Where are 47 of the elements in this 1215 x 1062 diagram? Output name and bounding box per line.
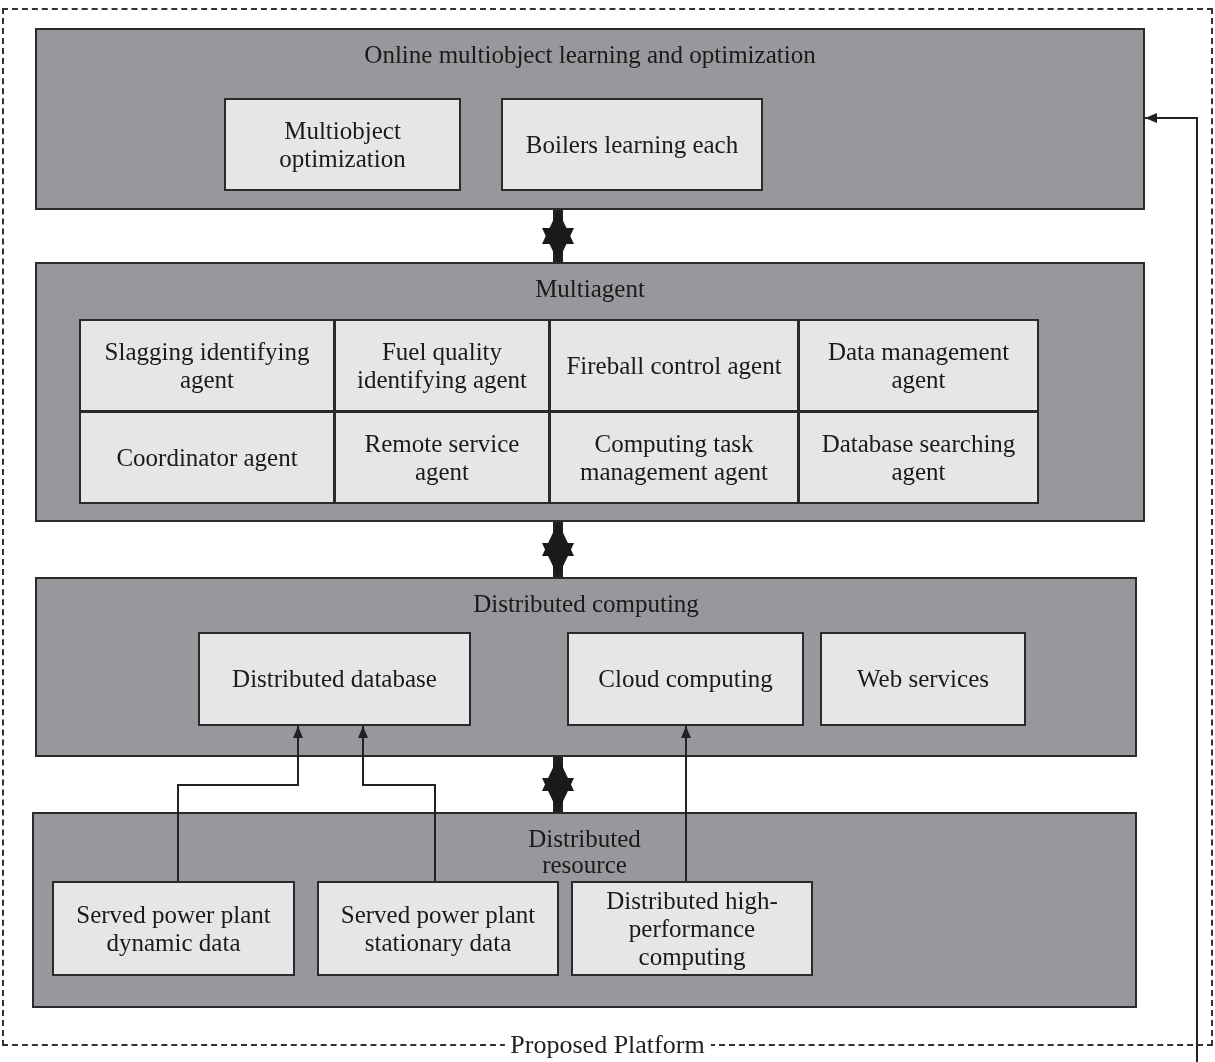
module-label: Distributed high-performance computing (605, 886, 779, 971)
layer-panel (35, 262, 1145, 522)
module-box (317, 881, 559, 976)
layer-title: Distributed resource (527, 826, 642, 878)
arrow (358, 725, 436, 882)
layer-title: Online multiobject learning and optimization (363, 42, 817, 68)
module-label: Coordinator agent (116, 443, 298, 472)
module-box (198, 632, 471, 726)
layer-title: Distributed computing (472, 591, 700, 617)
module-box (571, 881, 813, 976)
module-box (52, 881, 295, 976)
agent-cell (79, 411, 335, 504)
module-label: Data management agent (826, 337, 1011, 394)
layer-panel (32, 812, 1137, 1008)
double-arrow (542, 210, 574, 262)
layer-title: Multiagent (534, 276, 646, 302)
module-label: Served power plant stationary data (339, 900, 537, 957)
agent-cell (549, 319, 799, 412)
arrow (681, 725, 691, 882)
module-box (820, 632, 1026, 726)
module-box (224, 98, 461, 191)
agent-cell (334, 411, 550, 504)
agent-cell (798, 411, 1039, 504)
module-label: Computing task management agent (578, 429, 770, 486)
module-label: Database searching agent (820, 429, 1017, 486)
module-label: Web services (857, 665, 989, 693)
agent-cell (79, 319, 335, 412)
arrow (1144, 113, 1198, 1062)
agent-cell (798, 319, 1039, 412)
module-label: Slagging identifying agent (103, 337, 311, 394)
module-label: Served power plant dynamic data (75, 900, 272, 957)
module-label: Fireball control agent (566, 351, 782, 380)
module-label: Boilers learning each (525, 130, 739, 159)
layer-panel (35, 28, 1145, 210)
module-label: Distributed database (232, 665, 437, 693)
module-label: Multiobject optimization (278, 116, 407, 173)
double-arrow (542, 757, 574, 812)
double-arrow (542, 522, 574, 577)
arrow (177, 725, 303, 882)
agent-cell (549, 411, 799, 504)
layer-panel (35, 577, 1137, 757)
module-label: Remote service agent (363, 429, 521, 486)
module-box (567, 632, 804, 726)
module-label: Fuel quality identifying agent (355, 337, 529, 394)
module-label: Cloud computing (598, 665, 773, 693)
module-box (501, 98, 763, 191)
agent-cell (334, 319, 550, 412)
